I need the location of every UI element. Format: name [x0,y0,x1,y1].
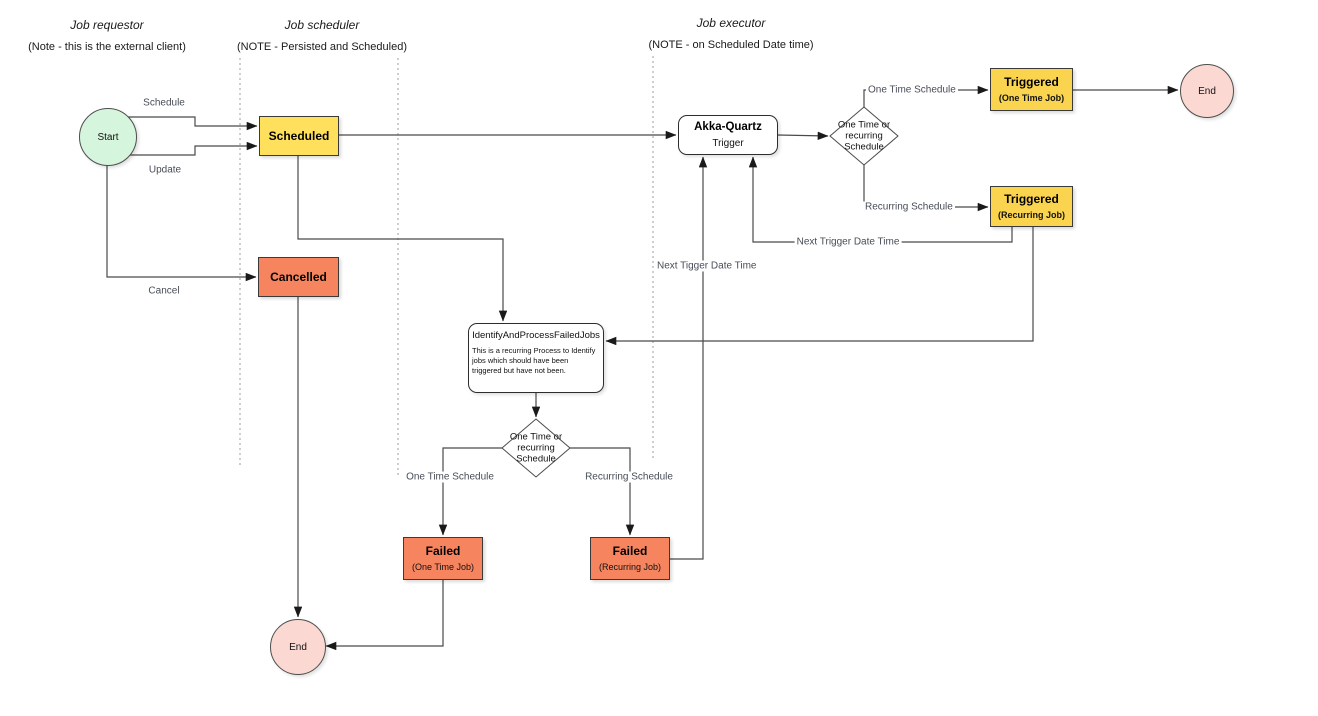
lane-note-job-requestor: (Note - this is the external client) [28,41,186,53]
triggered-one-time-node[interactable]: Triggered (One Time Job) [990,68,1073,111]
edge-failed-onetime-end [325,580,444,651]
edge-decision-failed-recurring [570,447,635,536]
decision-diamond-scheduler[interactable] [501,418,571,478]
triggered-recurring-title: Triggered [1004,192,1059,206]
cancelled-node[interactable]: Cancelled [258,257,339,297]
edge-label-one-time-schedule-bottom: One Time Schedule [404,471,496,483]
edge-triggered-recurring-identify [605,227,1034,346]
edge-start-schedule [128,116,258,131]
edge-start-cancel [106,164,257,282]
lane-title-job-scheduler: Job scheduler [284,18,360,32]
edge-label-recurring-schedule-top: Recurring Schedule [863,201,955,213]
edge-triggered-recurring-akka [748,156,1013,243]
edge-label-next-tigger-date-time: Next Tigger Date Time [655,260,759,272]
edge-scheduled-identify [297,156,508,322]
edge-label-update: Update [146,164,184,176]
decision-diamond-executor[interactable] [829,106,899,166]
edge-start-update [128,141,258,156]
failed-one-time-title: Failed [425,543,461,558]
triggered-one-time-title: Triggered [1004,74,1059,89]
triggered-recurring-subtitle: (Recurring Job) [997,210,1065,220]
failed-one-time-node[interactable]: Failed (One Time Job) [403,537,483,580]
failed-recurring-node[interactable]: Failed (Recurring Job) [590,537,670,580]
lane-title-job-executor: Job executor [696,16,766,30]
failed-recurring-subtitle: (Recurring Job) [598,562,662,573]
akka-quartz-node[interactable]: Akka-Quartz Trigger [678,115,778,155]
identify-failed-jobs-title: IdentifyAndProcessFailedJobs [472,330,600,341]
edge-label-schedule: Schedule [141,97,187,109]
akka-quartz-title: Akka-Quartz [694,121,762,133]
lane-header-job-requestor: Job requestor (Note - this is the extern… [28,18,186,53]
lane-note-job-executor: (NOTE - on Scheduled Date time) [648,39,814,51]
edge-label-recurring-schedule-bottom: Recurring Schedule [583,471,675,483]
end-executor-node[interactable]: End [1180,64,1234,118]
end-scheduler-node[interactable]: End [270,619,326,675]
edge-label-one-time-schedule-top: One Time Schedule [866,84,958,96]
edge-decision-failed-onetime [438,447,502,536]
end-scheduler-label: End [289,641,307,653]
lane-title-job-requestor: Job requestor [70,18,144,32]
edge-label-cancel: Cancel [146,285,182,297]
lane-header-job-scheduler: Job scheduler (NOTE - Persisted and Sche… [237,18,407,53]
failed-recurring-title: Failed [612,543,648,558]
failed-one-time-subtitle: (One Time Job) [411,562,475,573]
triggered-one-time-subtitle: (One Time Job) [998,93,1065,104]
cancelled-label: Cancelled [270,270,327,284]
decision-scheduler-label: One Time or recurring Schedule [509,431,563,465]
edge-label-next-trigger-date-time: Next Trigger Date Time [794,236,902,248]
decision-executor-label: One Time or recurring Schedule [837,119,891,153]
lane-header-job-executor: Job executor (NOTE - on Scheduled Date t… [648,16,813,51]
triggered-recurring-node[interactable]: Triggered (Recurring Job) [990,186,1073,227]
identify-failed-jobs-node[interactable]: IdentifyAndProcessFailedJobs This is a r… [468,323,604,393]
edge-failed-recurring-akka [670,156,708,560]
edge-akka-decision [777,131,829,140]
lane-note-job-scheduler: (NOTE - Persisted and Scheduled) [237,41,407,53]
scheduled-node[interactable]: Scheduled [259,116,339,156]
end-executor-label: End [1198,85,1216,97]
akka-quartz-subtitle: Trigger [712,138,744,149]
identify-failed-jobs-body: This is a recurring Process to Identify … [472,346,596,376]
start-label: Start [97,131,119,143]
scheduled-label: Scheduled [268,129,330,143]
start-node[interactable]: Start [79,108,137,166]
